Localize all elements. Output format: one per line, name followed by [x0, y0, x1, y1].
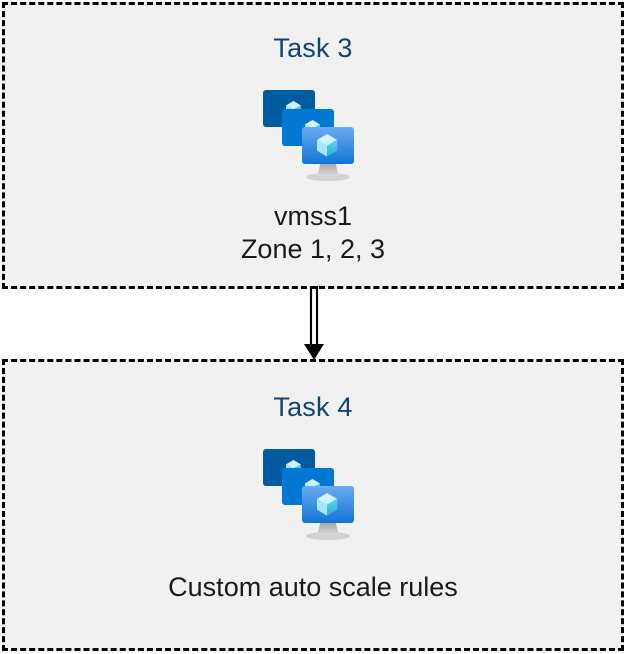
task3-caption-line-2: Zone 1, 2, 3 [240, 234, 386, 264]
connector-arrow-task3-to-task4 [304, 286, 324, 360]
task3-caption-line-1: vmss1 [273, 201, 352, 231]
vm-scale-set-icon [263, 90, 354, 181]
task3-caption: vmss1 Zone 1, 2, 3 [241, 200, 385, 266]
task-title-task4: Task 4 [273, 392, 353, 422]
vm-scale-set-icon [263, 449, 354, 540]
task-box-task4[interactable]: Task 4 [2, 359, 624, 651]
task-title-task3: Task 3 [273, 33, 353, 63]
task4-caption: Custom auto scale rules [168, 571, 458, 604]
task-box-task3[interactable]: Task 3 [2, 2, 624, 289]
task4-caption-line-1: Custom auto scale rules [168, 572, 458, 602]
